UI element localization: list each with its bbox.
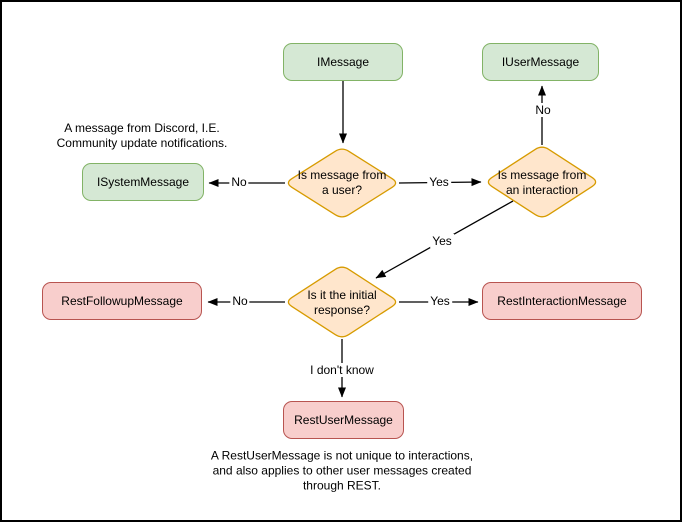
edge-label-initial-no: No: [230, 294, 250, 308]
edge-label-interaction-yes: Yes: [430, 234, 454, 248]
annotation-line: Community update notifications.: [56, 136, 228, 150]
annotation-line: through REST.: [302, 478, 382, 493]
edge-label-user-no: No: [229, 175, 249, 189]
decision-is-from-interaction-shape: [487, 146, 597, 218]
node-restusermessage: RestUserMessage: [283, 401, 404, 439]
annotation-line: A RestUserMessage is not unique to inter…: [210, 448, 474, 463]
edge-label-interaction-no: No: [533, 103, 553, 117]
node-iusermessage: IUserMessage: [482, 43, 599, 81]
annotation-system-note: A message from Discord, I.E. Community u…: [57, 121, 228, 151]
decision-is-from-user-shape: [287, 148, 397, 218]
annotation-line: and also applies to other user messages …: [212, 463, 472, 478]
annotation-restuser-note: A RestUserMessage is not unique to inter…: [211, 449, 473, 494]
edge-label-initial-unknown: I don't know: [308, 363, 376, 377]
edge-label-initial-yes: Yes: [428, 294, 452, 308]
annotation-line: A message from Discord, I.E.: [64, 121, 220, 135]
edge-label-user-yes: Yes: [427, 175, 451, 189]
node-restfollowupmessage: RestFollowupMessage: [42, 282, 202, 320]
node-isystemmessage: ISystemMessage: [82, 163, 204, 201]
node-restinteractionmessage: RestInteractionMessage: [482, 282, 642, 320]
node-imessage: IMessage: [283, 43, 403, 81]
decision-is-initial-response-shape: [287, 266, 397, 338]
